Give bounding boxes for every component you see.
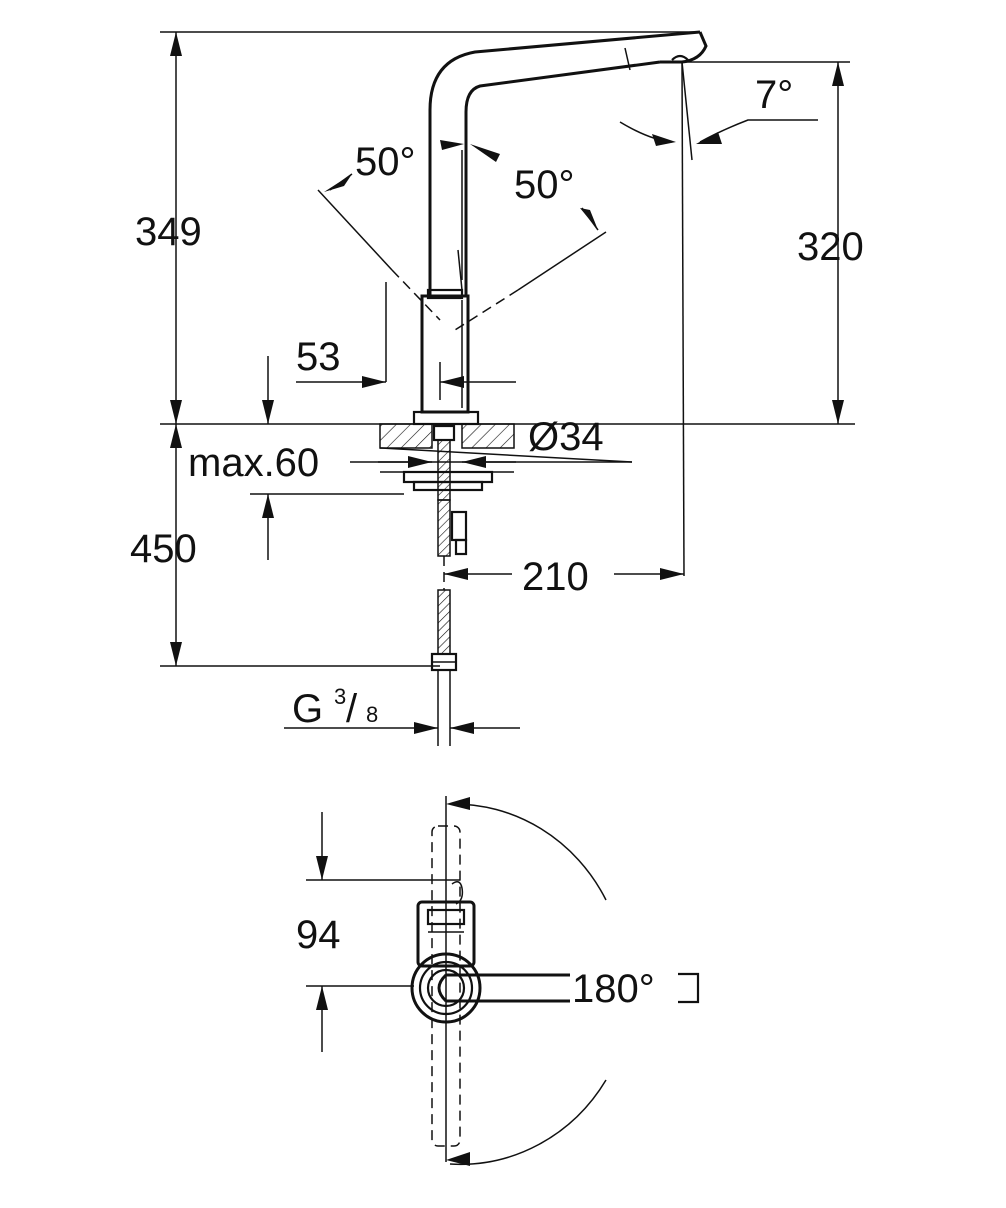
top-view-offset-dimension: [306, 812, 460, 1052]
top-view-lever-handle: [437, 972, 700, 1004]
connection-thread-dimension: [284, 722, 520, 734]
swivel-left-angle-label: 50°: [355, 140, 416, 184]
handle-rotation-label: 180°: [572, 967, 655, 1011]
hole-diameter-label: Ø34: [528, 415, 604, 459]
spout-tilt-indicator: [619, 61, 818, 577]
top-view-base-rings: [410, 952, 482, 1024]
hose-length-label: 450: [130, 527, 197, 571]
overall-height-label: 349: [135, 210, 202, 254]
hose-assembly: [430, 424, 468, 746]
handle-rotation-arc: [446, 797, 607, 1166]
connection-thread-prefix-label: G: [292, 687, 323, 731]
spout-reach-dimension: [444, 568, 684, 580]
top-view-faucet-body: [416, 881, 476, 968]
swivel-right-angle-label: 50°: [514, 163, 575, 207]
spout-height-dimension: [832, 62, 844, 424]
body-width-label: 53: [296, 335, 341, 379]
connection-thread-numerator-label: 3: [334, 684, 346, 709]
body-width-dimension: [296, 362, 516, 400]
hole-diameter-dimension: [378, 456, 516, 468]
top-view: 180° 94: [296, 796, 700, 1166]
spout-tilt-angle-label: 7°: [755, 73, 793, 117]
max-deck-thickness-dimension: [250, 356, 404, 560]
connection-thread-slash-label: /: [346, 687, 358, 731]
spout-reach-label: 210: [522, 555, 589, 599]
max-deck-thickness-label: max.60: [188, 441, 319, 485]
top-view-offset-label: 94: [296, 913, 341, 957]
connection-thread-denominator-label: 8: [366, 702, 378, 727]
faucet-body: [412, 288, 480, 426]
hose-length-dimension: [170, 424, 182, 666]
swivel-range-indicator: [317, 140, 607, 382]
faucet-spout: [428, 30, 708, 296]
overall-height-dimension: [170, 32, 182, 424]
spout-height-label: 320: [797, 225, 864, 269]
spout-swivel-path: [431, 825, 461, 1147]
side-view: 349 450 320: [130, 30, 864, 746]
